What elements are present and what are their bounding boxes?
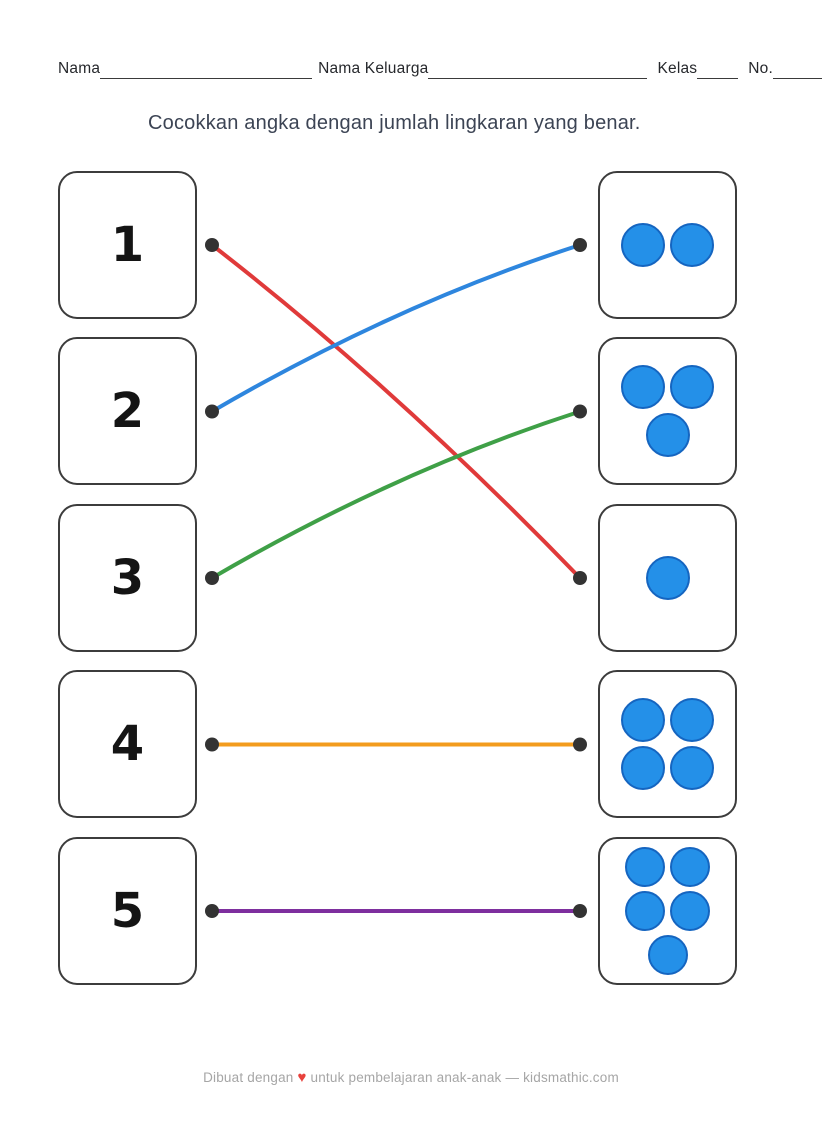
nama-writein-line — [100, 65, 313, 79]
connection-dot — [573, 571, 587, 585]
number-card-5: 5 — [58, 837, 197, 985]
connection-line-2 — [210, 243, 582, 414]
number-card-4: 4 — [58, 670, 197, 818]
nama-keluarga-writein-line — [428, 65, 648, 79]
nama-label: Nama — [58, 60, 101, 77]
circle-group — [617, 173, 719, 317]
no-writein-line — [773, 65, 822, 79]
worksheet-instruction: Cocokkan angka dengan jumlah lingkaran y… — [148, 112, 641, 134]
counting-circle — [670, 223, 714, 267]
circle-card-1-circle — [598, 504, 737, 652]
heart-icon: ♥ — [297, 1069, 307, 1086]
counting-circle — [670, 847, 710, 887]
number-card-2: 2 — [58, 337, 197, 485]
number-label: 5 — [110, 883, 145, 939]
footer-text-prefix: Dibuat dengan — [203, 1070, 294, 1085]
counting-circle — [670, 891, 710, 931]
footer-credit: Dibuat dengan ♥ untuk pembelajaran anak-… — [0, 1069, 822, 1086]
kelas-label: Kelas — [657, 60, 698, 77]
counting-circle — [625, 847, 665, 887]
kelas-writein-line — [697, 65, 739, 79]
number-label: 3 — [110, 550, 145, 606]
connection-dot — [573, 904, 587, 918]
circle-card-4-circles — [598, 670, 737, 818]
counting-circle — [670, 365, 714, 409]
counting-circle — [670, 698, 714, 742]
connection-dot — [573, 404, 587, 419]
header-name-fields: Nama Nama Keluarga Kelas No. — [58, 60, 822, 79]
counting-circle — [625, 891, 665, 931]
connection-dot — [573, 737, 587, 752]
counting-circle — [670, 746, 714, 790]
number-label: 4 — [110, 716, 145, 772]
circle-card-5-circles — [598, 837, 737, 985]
no-label: No. — [748, 60, 773, 77]
number-card-1: 1 — [58, 171, 197, 319]
connection-line-3 — [210, 409, 582, 580]
number-label: 2 — [110, 383, 145, 439]
circle-card-2-circles — [598, 171, 737, 319]
circle-group — [617, 339, 719, 483]
connection-dot — [205, 404, 219, 419]
counting-circle — [647, 935, 688, 975]
circle-group — [617, 839, 719, 983]
nama-keluarga-label: Nama Keluarga — [318, 60, 429, 77]
connection-dot — [205, 904, 219, 918]
circle-card-3-circles — [598, 337, 737, 485]
counting-circle — [621, 365, 665, 409]
circle-group — [617, 672, 719, 816]
connection-dot — [205, 737, 219, 752]
counting-circle — [621, 223, 665, 267]
circle-group — [617, 506, 719, 650]
number-label: 1 — [110, 217, 145, 273]
connection-dot — [573, 238, 587, 252]
connection-line-1 — [210, 243, 582, 580]
counting-circle — [645, 413, 690, 457]
counting-circle — [621, 698, 665, 742]
counting-circle — [645, 556, 690, 600]
number-card-3: 3 — [58, 504, 197, 652]
connection-dot — [205, 571, 219, 585]
counting-circle — [621, 746, 665, 790]
connection-dot — [205, 238, 219, 252]
footer-text-suffix: untuk pembelajaran anak-anak — kidsmathi… — [310, 1070, 619, 1085]
